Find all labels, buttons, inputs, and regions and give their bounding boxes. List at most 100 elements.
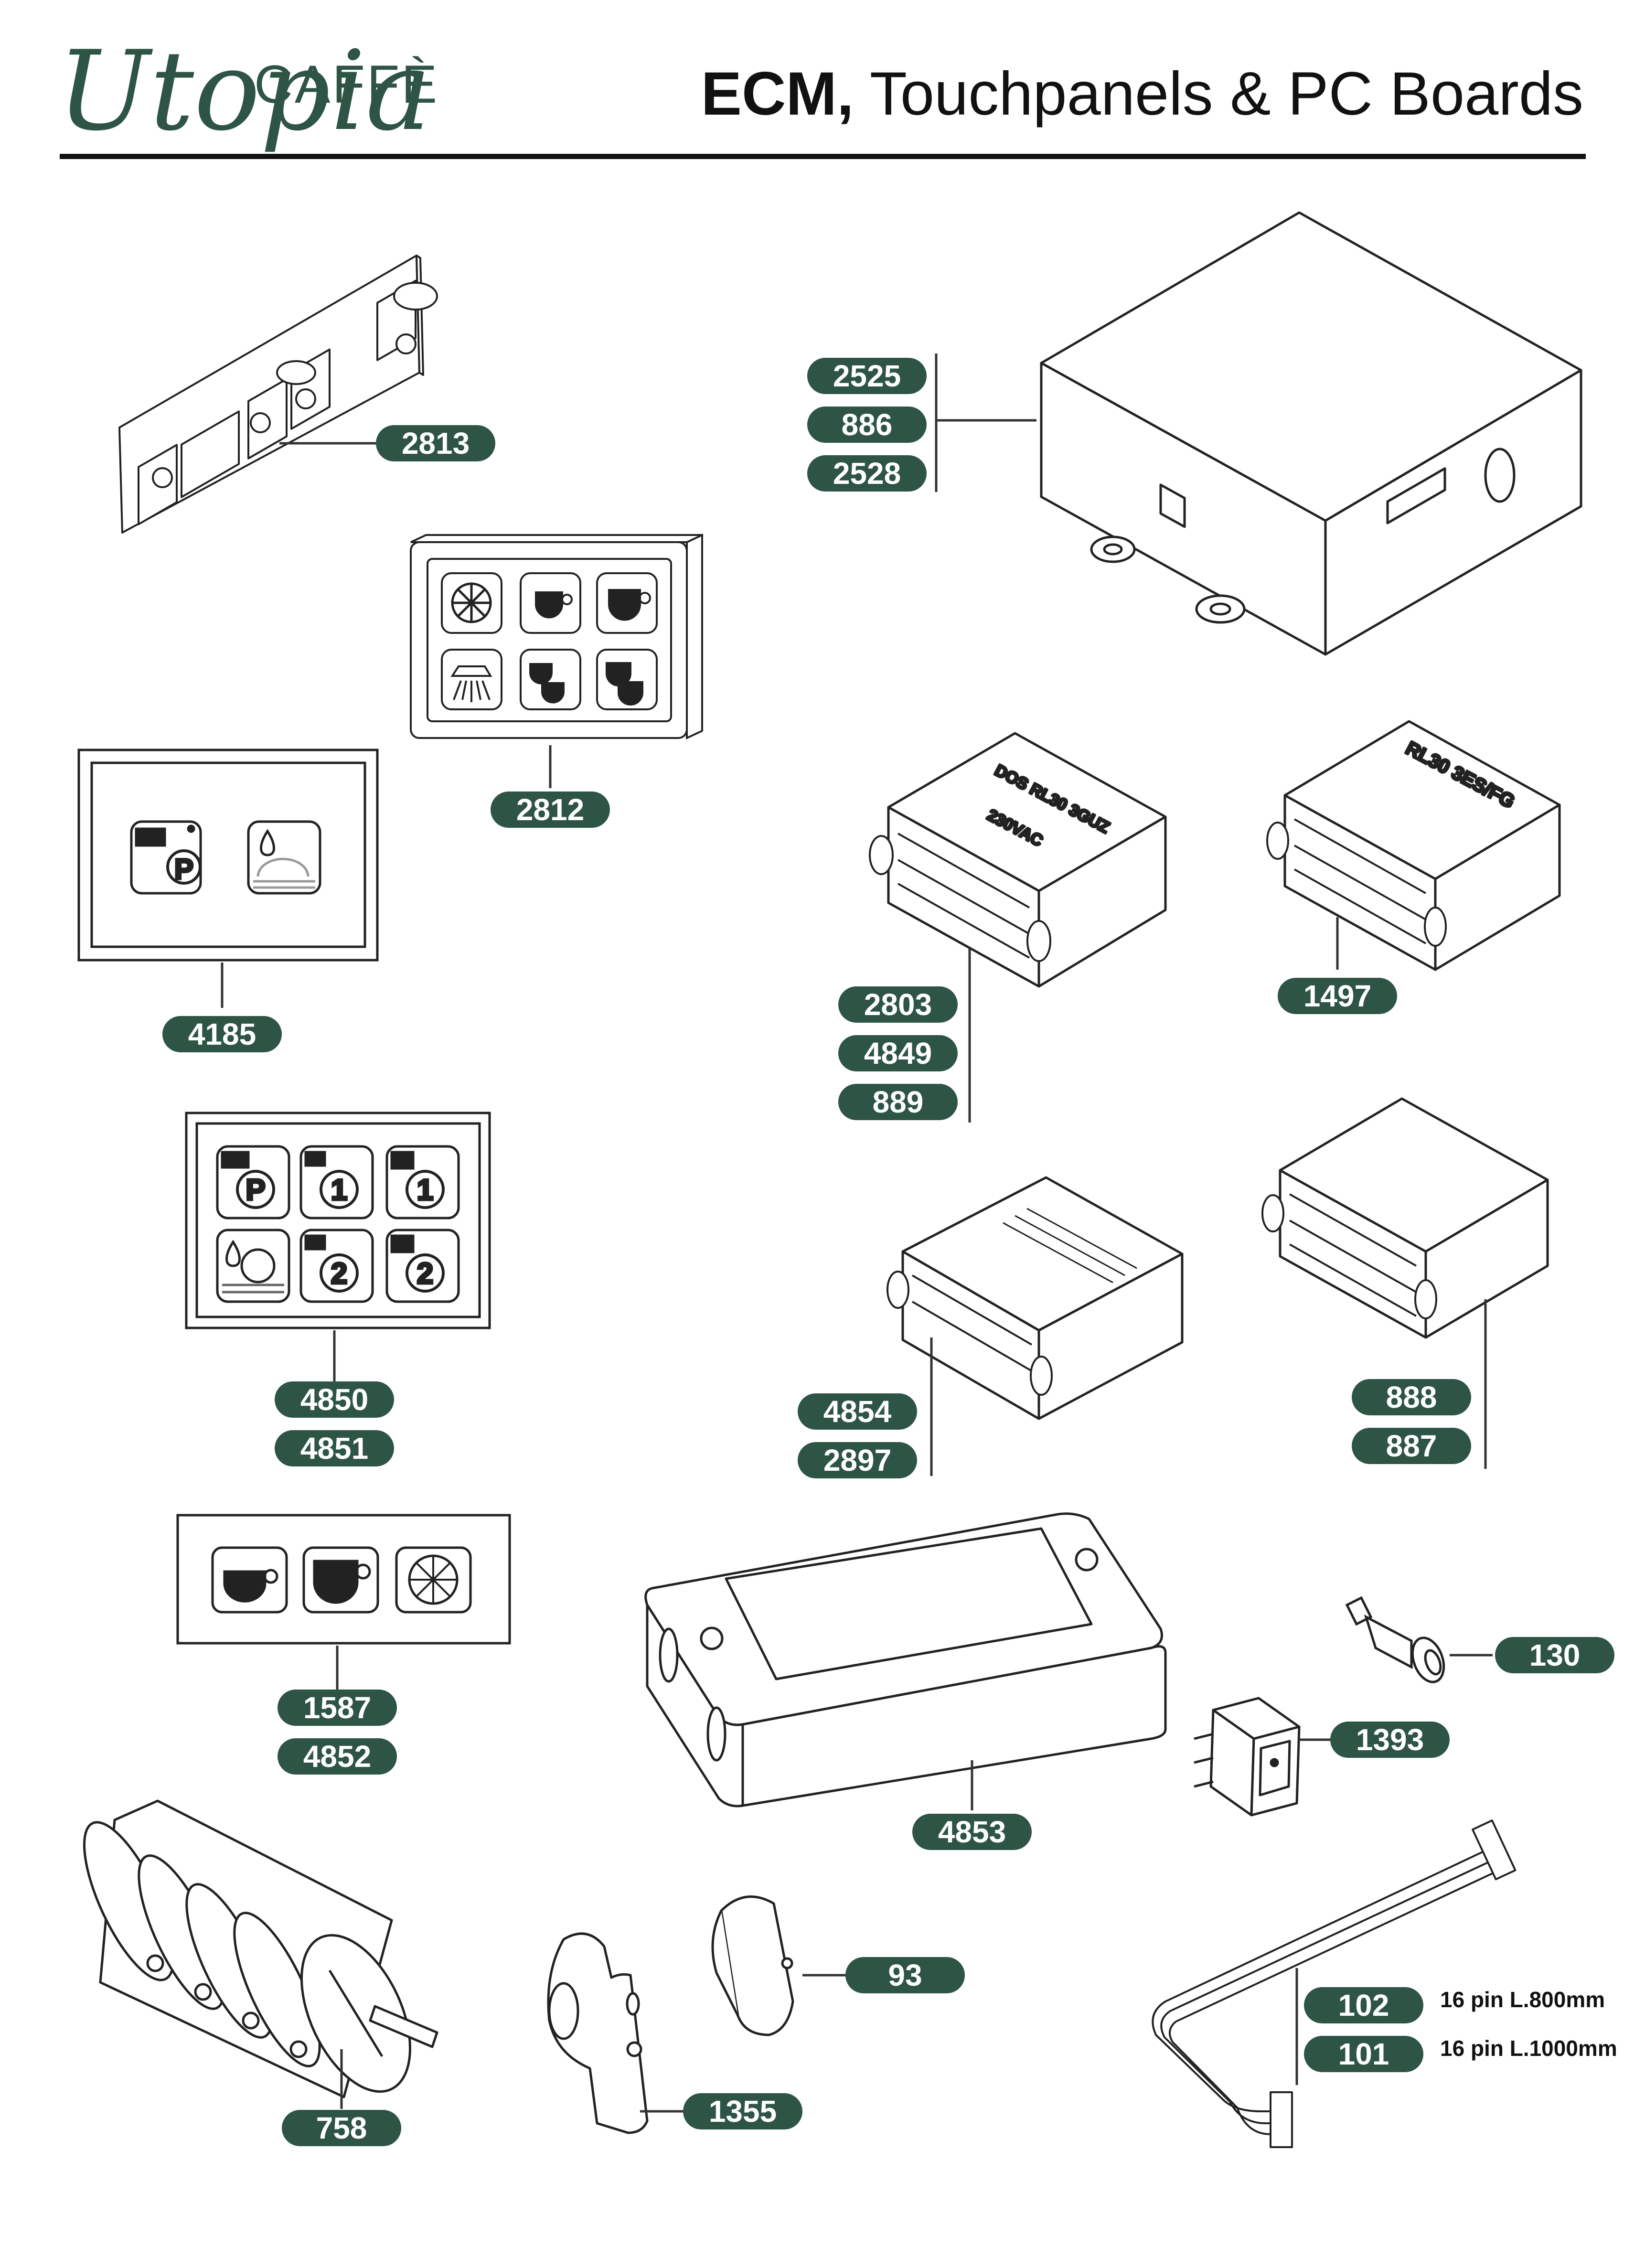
callout-2803: 2803 [838,986,958,1023]
callout-code: 4185 [188,1017,256,1051]
callout-102: 102 [1304,1987,1423,2023]
callout-code: 101 [1338,2037,1389,2071]
part-2812 [411,535,702,788]
part-1355 [548,1934,683,2133]
callout-887: 887 [1352,1428,1471,1464]
panel-2812-keys [442,573,657,709]
callout-code: 889 [873,1085,924,1119]
callout-4851: 4851 [275,1430,394,1466]
callout-pill [912,1814,1032,1850]
callout-pill [798,1442,917,1478]
callout-4850: 4850 [275,1381,394,1418]
callout-pill [491,792,610,828]
callout-code: 4850 [300,1382,368,1417]
callout-1393: 1393 [1330,1722,1450,1758]
panel-2812-side [687,535,702,738]
callout-2897: 2897 [798,1442,917,1478]
part-2803: DOS RL30 3GUZ 230VAC [870,733,1165,1123]
callout-888: 888 [1352,1379,1471,1415]
callout-code: 4853 [938,1815,1006,1849]
callout-code: 886 [842,407,893,442]
callout-886: 886 [807,407,927,443]
callout-code: 4852 [303,1739,371,1774]
callout-code: 2897 [823,1443,891,1477]
callout-pill [807,455,927,492]
page-title-bold: ECM, [701,60,854,128]
callout-code: 2812 [516,792,584,827]
part-callouts: 2813 2812 2525 886 2528 4185 2803 4849 889 1497 48… [162,358,1614,2146]
part-130 [1347,1598,1493,1686]
callout-pill [807,358,927,394]
part-102 [1153,1820,1515,2147]
key-4850-label-2b: 2 [417,1257,433,1290]
callout-code: 4851 [300,1431,368,1466]
panel-4850-keys: P 1 1 2 2 [217,1146,459,1302]
cable-connector-top [1473,1820,1515,1879]
cable-note-102: 16 pin L.800mm [1440,1987,1605,2012]
terminals-2803 [870,834,1050,961]
callout-pill [1352,1379,1471,1415]
svg-text:P: P [174,853,193,885]
header: Utopia CAFFÈ ECM, Touchpanels & PC Board… [57,28,1586,159]
part-1497: RL30 3ES/FG [1267,721,1560,970]
callout-pill [683,2093,802,2129]
part-4850: P 1 1 2 2 [186,1113,490,1383]
callout-code: 1587 [303,1690,371,1725]
callout-code: 887 [1386,1429,1437,1463]
callout-pill [275,1381,394,1418]
brand-word: CAFFÈ [254,54,439,114]
callout-code: 1497 [1303,979,1371,1013]
callout-pill [1304,2036,1423,2072]
callout-code: 1393 [1356,1722,1424,1757]
callout-4849: 4849 [838,1035,958,1071]
box-4853-window [726,1529,1091,1679]
callout-4852: 4852 [278,1738,397,1775]
callout-pill [1330,1722,1450,1758]
callout-2525: 2525 [807,358,927,394]
switch-758-shaft [370,2006,437,2047]
page-title: ECM, Touchpanels & PC Boards [701,60,1583,128]
cable-notes: 16 pin L.800mm 16 pin L.1000mm [1440,1987,1617,2061]
callout-code: 888 [1386,1380,1437,1414]
callout-4854: 4854 [798,1393,917,1430]
callout-pill [838,1035,958,1071]
callout-1355: 1355 [683,2093,802,2129]
callout-pill [838,986,958,1023]
callout-code: 2813 [402,426,470,460]
callout-pill [376,425,495,461]
callout-pill [1352,1428,1471,1464]
panel-2812-top [411,535,702,542]
callout-pill [278,1738,397,1775]
callout-code: 4849 [864,1036,932,1070]
callout-code: 130 [1529,1638,1581,1672]
cable-connector-bottom [1271,2092,1292,2147]
callout-93: 93 [845,1957,965,1993]
key-4850-label-p: P [246,1174,265,1207]
callout-pill [1495,1637,1614,1673]
callout-2812: 2812 [491,792,610,828]
callout-code: 93 [888,1958,922,1992]
part-4185: P [79,750,377,1008]
callout-889: 889 [838,1084,958,1120]
callout-2813: 2813 [376,425,495,461]
part-2813 [119,256,437,533]
callout-pill [845,1957,965,1993]
box-4853-side [743,1647,1165,1806]
callout-code: 2525 [833,359,901,393]
callout-code: 4854 [823,1394,892,1429]
key-4850-label-1b: 1 [417,1174,433,1207]
callout-2528: 2528 [807,455,927,492]
panel-buttons [139,281,437,524]
callout-pill [798,1393,917,1430]
callout-758: 758 [282,2110,401,2146]
callout-1497: 1497 [1278,978,1397,1014]
callout-pill [162,1016,282,1052]
callout-pill [282,2110,401,2146]
part-1393 [1194,1698,1337,1815]
callout-code: 1355 [709,2094,777,2129]
callout-4853: 4853 [912,1814,1032,1850]
callout-4185: 4185 [162,1016,282,1052]
part-888 [1262,1099,1548,1469]
callout-pill [275,1430,394,1466]
